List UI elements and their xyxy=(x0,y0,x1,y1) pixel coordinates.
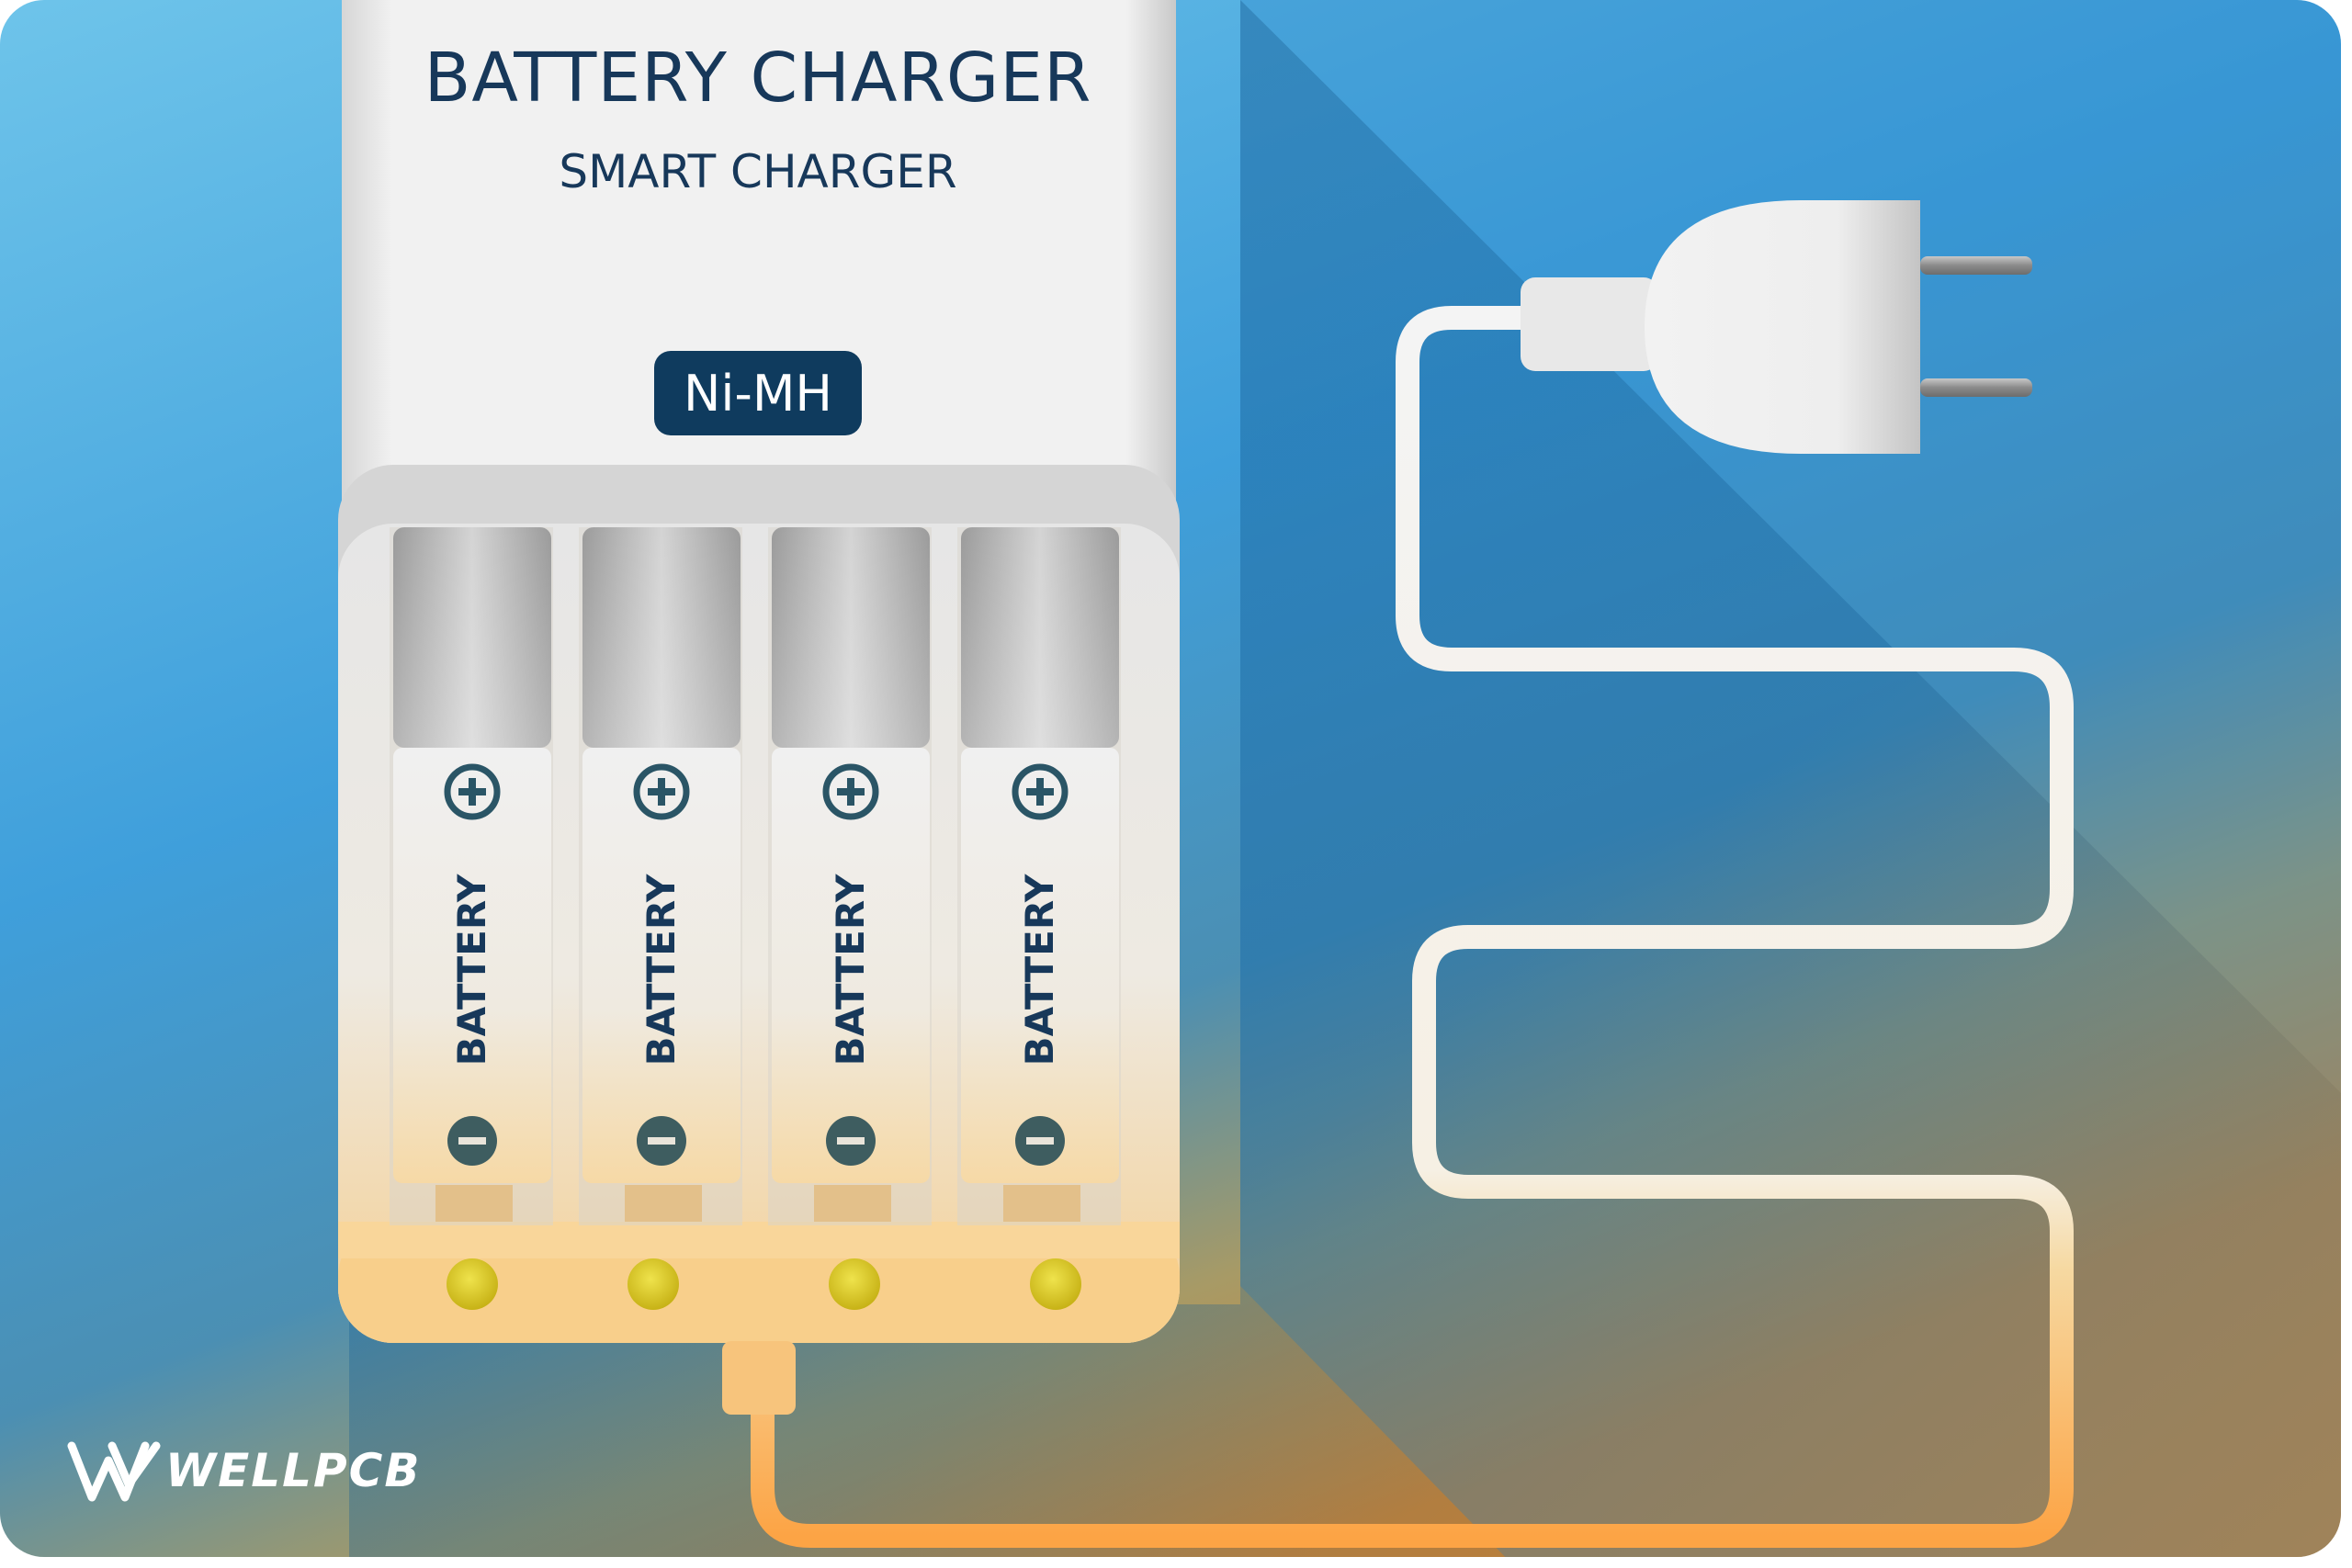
battery-label: BATTERY xyxy=(1017,874,1062,1066)
power-cord xyxy=(751,306,2074,1548)
chemistry-badge: Ni-MH xyxy=(654,351,862,435)
cord-connector xyxy=(722,1341,796,1415)
battery-2 xyxy=(582,527,741,1222)
minus-icon xyxy=(447,1116,497,1166)
charger-subtitle: SMART CHARGER xyxy=(559,145,957,198)
wellpcb-logo-icon xyxy=(67,1441,161,1502)
battery-label: BATTERY xyxy=(828,874,873,1066)
plus-icon xyxy=(822,763,879,820)
power-plug-icon xyxy=(1521,200,2032,454)
battery-1 xyxy=(393,527,551,1222)
wellpcb-logo-text: WELLPCB xyxy=(165,1444,422,1497)
charge-indicator-light xyxy=(447,1258,498,1310)
chemistry-badge-label: Ni-MH xyxy=(683,364,833,423)
plus-icon xyxy=(633,763,690,820)
charge-indicator-light xyxy=(628,1258,679,1310)
battery-label: BATTERY xyxy=(449,874,494,1066)
charge-indicator-light xyxy=(1030,1258,1081,1310)
charger-title: BATTERY CHARGER xyxy=(424,39,1092,118)
charge-indicator-light xyxy=(829,1258,880,1310)
minus-icon xyxy=(826,1116,876,1166)
battery-3 xyxy=(772,527,930,1222)
minus-icon xyxy=(637,1116,686,1166)
battery-4 xyxy=(961,527,1119,1222)
battery-label: BATTERY xyxy=(639,874,684,1066)
plus-icon xyxy=(444,763,501,820)
plus-icon xyxy=(1012,763,1069,820)
minus-icon xyxy=(1015,1116,1065,1166)
